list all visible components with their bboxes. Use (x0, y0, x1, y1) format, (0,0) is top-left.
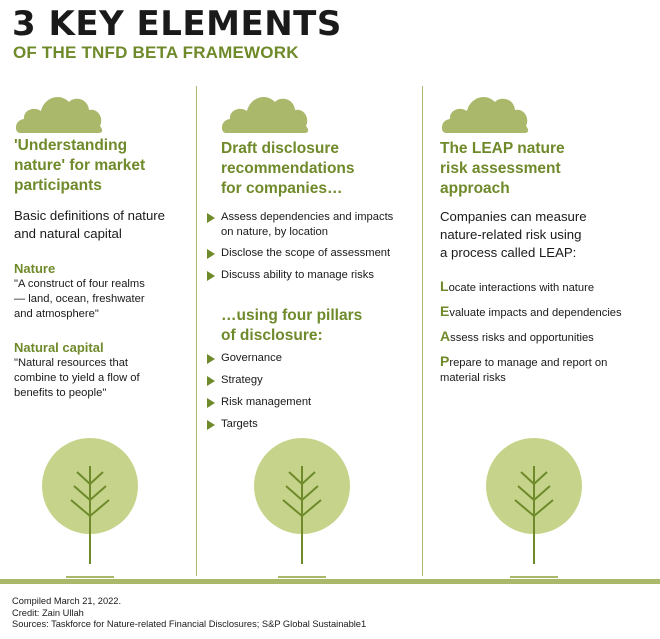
tree-icon (486, 438, 582, 578)
page-subtitle: OF THE TNFD BETA FRAMEWORK (13, 43, 299, 62)
column-divider (422, 86, 423, 576)
term-nature: Nature (14, 261, 56, 276)
term-natural-capital: Natural capital (14, 340, 104, 355)
bullet-item: Disclose the scope of assessment (207, 246, 390, 261)
pillars-heading: …using four pillars of disclosure: (221, 307, 363, 344)
compiled-date: Compiled March 21, 2022. (12, 596, 122, 606)
pillar-item: Governance (207, 351, 282, 366)
column-1-heading: 'Understanding nature' for market partic… (14, 137, 146, 194)
pillar-item: Strategy (207, 373, 263, 388)
footer: Compiled March 21, 2022. Credit: Zain Ul… (12, 596, 366, 631)
page-title: 3 KEY ELEMENTS (12, 4, 342, 44)
column-2-heading: Draft disclosure recommendations for com… (221, 140, 355, 197)
leap-step-evaluate: Evaluate impacts and dependencies (440, 303, 622, 320)
leap-step-locate: Locate interactions with nature (440, 278, 595, 295)
leap-step-prepare: Prepare to manage and report on material… (440, 353, 608, 385)
sources: Sources: Taskforce for Nature-related Fi… (12, 619, 367, 629)
cloud-icon (441, 96, 529, 133)
ground-line (0, 579, 660, 584)
definition-natural-capital: "Natural resources that combine to yield… (14, 357, 140, 399)
column-3-intro: Companies can measure nature-related ris… (440, 209, 587, 260)
tree-icon (42, 438, 138, 578)
column-3-heading: The LEAP nature risk assessment approach (440, 140, 565, 197)
cloud-icon (221, 96, 309, 133)
cloud-icon (15, 96, 103, 133)
bullet-item: Discuss ability to manage risks (207, 268, 374, 283)
leap-step-assess: Assess risks and opportunities (440, 328, 594, 345)
pillar-item: Risk management (207, 395, 311, 410)
column-1-intro: Basic definitions of nature and natural … (14, 208, 166, 241)
tree-icon (254, 438, 350, 578)
bullet-item: Assess dependencies and impacts on natur… (207, 210, 393, 240)
credit: Credit: Zain Ullah (12, 607, 84, 618)
column-divider (196, 86, 197, 576)
definition-nature: "A construct of four realms — land, ocea… (14, 278, 145, 320)
pillar-item: Targets (207, 417, 258, 432)
